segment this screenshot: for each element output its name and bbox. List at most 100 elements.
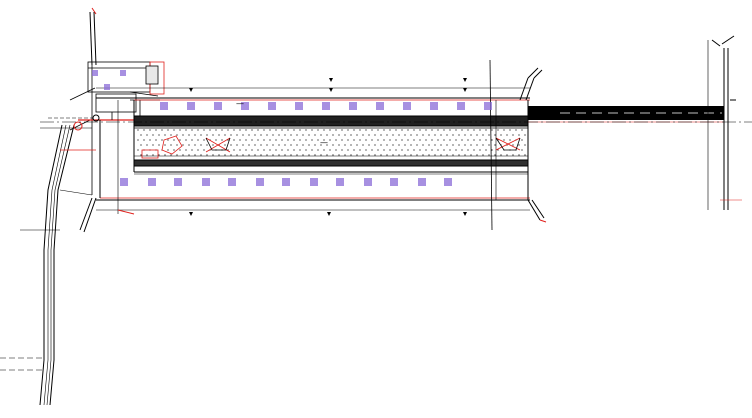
gravel-dot xyxy=(224,144,226,146)
gravel-dot xyxy=(260,154,262,156)
gravel-dot xyxy=(446,154,448,156)
gravel-dot xyxy=(272,144,274,146)
gravel-dot xyxy=(359,139,361,141)
gravel-dot xyxy=(308,154,310,156)
gravel-dot xyxy=(347,139,349,141)
gravel-dot xyxy=(422,144,424,146)
gravel-dot xyxy=(218,154,220,156)
gravel-dot xyxy=(233,149,235,151)
gravel-dot xyxy=(524,144,526,146)
gravel-dot xyxy=(185,139,187,141)
gravel-dot xyxy=(290,154,292,156)
gravel-dot xyxy=(365,129,367,131)
purple-patch xyxy=(160,102,168,110)
gravel-dot xyxy=(200,144,202,146)
gravel-dot xyxy=(407,139,409,141)
purple-patch xyxy=(484,102,492,110)
gravel-dot xyxy=(323,139,325,141)
gravel-dot xyxy=(398,144,400,146)
purple-patch xyxy=(187,102,195,110)
gravel-dot xyxy=(299,129,301,131)
purple-patch xyxy=(418,178,426,186)
gravel-dot xyxy=(266,134,268,136)
gravel-dot xyxy=(413,149,415,151)
gravel-dot xyxy=(482,144,484,146)
gravel-dot xyxy=(176,144,178,146)
gravel-dot xyxy=(344,134,346,136)
gravel-dot xyxy=(284,154,286,156)
gravel-dot xyxy=(497,149,499,151)
gravel-dot xyxy=(170,134,172,136)
gravel-dot xyxy=(371,149,373,151)
gravel-dot xyxy=(281,129,283,131)
gravel-dot xyxy=(419,139,421,141)
gravel-dot xyxy=(479,129,481,131)
gravel-dot xyxy=(377,129,379,131)
gravel-dot xyxy=(203,129,205,131)
gravel-dot xyxy=(308,144,310,146)
gravel-dot xyxy=(455,149,457,151)
gravel-dot xyxy=(503,139,505,141)
gravel-dot xyxy=(161,139,163,141)
gravel-dot xyxy=(458,134,460,136)
gravel-dot xyxy=(467,149,469,151)
gravel-dot xyxy=(257,129,259,131)
gravel-dot xyxy=(269,129,271,131)
gravel-dot xyxy=(287,149,289,151)
gravel-dot xyxy=(413,129,415,131)
gravel-dot xyxy=(494,154,496,156)
gravel-dot xyxy=(245,149,247,151)
gravel-dot xyxy=(491,129,493,131)
gravel-dot xyxy=(257,139,259,141)
gravel-dot xyxy=(140,134,142,136)
gravel-dot xyxy=(446,134,448,136)
gravel-dot xyxy=(494,134,496,136)
gravel-dot xyxy=(137,139,139,141)
gravel-dot xyxy=(395,139,397,141)
gravel-dot xyxy=(476,134,478,136)
gravel-dot xyxy=(479,149,481,151)
gravel-dot xyxy=(263,139,265,141)
gravel-dot xyxy=(215,129,217,131)
gravel-dot xyxy=(449,139,451,141)
purple-hatch-headwall xyxy=(92,70,126,90)
gravel-dot xyxy=(137,149,139,151)
gravel-dot xyxy=(167,129,169,131)
main-box-structure xyxy=(96,59,530,231)
gravel-dot xyxy=(464,144,466,146)
gravel-dot xyxy=(245,129,247,131)
gravel-dot xyxy=(524,134,526,136)
purple-patch xyxy=(349,102,357,110)
gravel-dot xyxy=(275,139,277,141)
gravel-dot xyxy=(521,139,523,141)
gravel-dot xyxy=(179,149,181,151)
gravel-dot xyxy=(398,134,400,136)
gravel-dot xyxy=(152,134,154,136)
gravel-dot xyxy=(383,139,385,141)
gravel-dot xyxy=(191,149,193,151)
gravel-dot xyxy=(521,129,523,131)
gravel-dot xyxy=(230,134,232,136)
gravel-dot xyxy=(317,129,319,131)
gravel-dot xyxy=(326,154,328,156)
gravel-dot xyxy=(449,129,451,131)
gravel-dot xyxy=(338,134,340,136)
gravel-dot xyxy=(140,154,142,156)
gravel-dot xyxy=(206,144,208,146)
gravel-dot xyxy=(314,134,316,136)
gravel-dot xyxy=(335,149,337,151)
gravel-dot xyxy=(314,154,316,156)
gravel-dot xyxy=(308,134,310,136)
gravel-dot xyxy=(428,134,430,136)
gravel-dot xyxy=(281,149,283,151)
gravel-dot xyxy=(212,154,214,156)
outlet-pipe xyxy=(528,106,724,123)
gravel-dot xyxy=(362,134,364,136)
gravel-dot xyxy=(470,154,472,156)
gravel-dot xyxy=(392,134,394,136)
gravel-dot xyxy=(182,154,184,156)
gravel-dot xyxy=(158,144,160,146)
gravel-dot xyxy=(200,154,202,156)
purple-patch xyxy=(403,102,411,110)
